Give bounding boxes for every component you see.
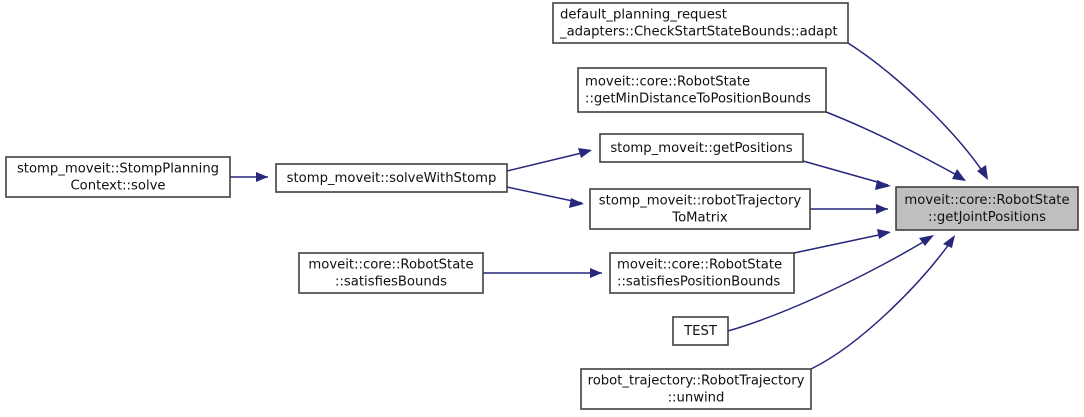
node-rect[interactable] <box>895 186 1079 231</box>
node-label-line: robot_trajectory::RobotTrajectory <box>588 374 805 389</box>
node-label-line: stomp_moveit::solveWithStomp <box>287 171 497 186</box>
node-rect[interactable] <box>5 156 231 198</box>
node-rect[interactable] <box>275 163 508 193</box>
arrowhead-icon <box>578 148 592 158</box>
node-rect[interactable] <box>589 188 811 230</box>
node-label-line: ::satisfiesPositionBounds <box>617 275 780 290</box>
edge-satisfies-bounds-to-satisfies-position-bounds <box>483 268 602 278</box>
graph-node-test[interactable]: TEST <box>672 316 729 346</box>
node-label-line: ::satisfiesBounds <box>335 275 447 290</box>
edge-line <box>847 42 986 176</box>
graph-node-get-min-distance-to-position-bounds[interactable]: moveit::core::RobotState::getMinDistance… <box>577 67 827 113</box>
graph-node-get-positions[interactable]: stomp_moveit::getPositions <box>599 133 804 163</box>
edge-robot-trajectory-to-matrix-to-get-joint-positions <box>810 204 888 214</box>
arrowhead-icon <box>877 229 891 239</box>
node-label-line: stomp_moveit::getPositions <box>610 141 792 156</box>
edge-line <box>793 232 889 254</box>
edge-line <box>506 186 583 204</box>
node-rect[interactable] <box>609 252 795 294</box>
edges-layer <box>230 42 988 370</box>
node-label-line: TEST <box>683 324 718 339</box>
graph-node-stomp-planning-context-solve[interactable]: stomp_moveit::StompPlanningContext::solv… <box>5 156 231 198</box>
node-rect[interactable] <box>298 252 484 294</box>
graph-node-robot-trajectory-unwind[interactable]: robot_trajectory::RobotTrajectory::unwin… <box>580 368 812 410</box>
node-label-line: ::getJointPositions <box>928 210 1046 225</box>
node-label-line: ::getMinDistanceToPositionBounds <box>585 92 811 107</box>
graph-node-satisfies-position-bounds[interactable]: moveit::core::RobotState::satisfiesPosit… <box>609 252 795 294</box>
arrowhead-icon <box>876 204 888 214</box>
arrowhead-icon <box>590 268 602 278</box>
node-label-line: moveit::core::RobotState <box>585 75 750 90</box>
edge-stomp-planning-context-solve-to-solve-with-stomp <box>230 172 268 182</box>
node-rect[interactable] <box>577 67 827 113</box>
edge-solve-with-stomp-to-get-positions <box>506 148 592 172</box>
edge-line <box>810 239 953 370</box>
node-rect[interactable] <box>672 316 729 346</box>
nodes-layer: stomp_moveit::StompPlanningContext::solv… <box>5 2 1079 410</box>
node-label-line: ToMatrix <box>671 211 728 226</box>
edge-get-min-distance-to-position-bounds-to-get-joint-positions <box>825 111 966 181</box>
edge-line <box>825 111 963 179</box>
arrowhead-icon <box>919 235 934 246</box>
graph-node-check-start-state-bounds-adapt[interactable]: default_planning_request_adapters::Check… <box>552 2 849 44</box>
node-label-line: moveit::core::RobotState <box>617 258 782 273</box>
graph-node-satisfies-bounds[interactable]: moveit::core::RobotState::satisfiesBound… <box>298 252 484 294</box>
edge-line <box>802 160 889 186</box>
edge-solve-with-stomp-to-robot-trajectory-to-matrix <box>506 186 584 208</box>
graph-node-get-joint-positions[interactable]: moveit::core::RobotState::getJointPositi… <box>895 186 1079 231</box>
node-label-line: ::unwind <box>668 391 725 406</box>
edge-test-to-get-joint-positions <box>727 235 934 332</box>
arrowhead-icon <box>943 235 955 248</box>
node-label-line: Context::solve <box>70 179 165 194</box>
arrowhead-icon <box>875 180 891 190</box>
edge-robot-trajectory-unwind-to-get-joint-positions <box>810 235 955 370</box>
node-rect[interactable] <box>599 133 804 163</box>
node-rect[interactable] <box>580 368 812 410</box>
node-label-line: moveit::core::RobotState <box>904 193 1069 208</box>
node-label-line: _adapters::CheckStartStateBounds::adapt <box>559 25 838 40</box>
node-label-line: moveit::core::RobotState <box>308 258 473 273</box>
edge-check-start-state-bounds-adapt-to-get-joint-positions <box>847 42 988 180</box>
arrowhead-icon <box>977 165 988 180</box>
arrowhead-icon <box>569 198 584 208</box>
node-label-line: stomp_moveit::robotTrajectory <box>599 194 802 209</box>
edge-line <box>506 150 591 172</box>
arrowhead-icon <box>952 169 966 181</box>
edge-get-positions-to-get-joint-positions <box>802 160 891 190</box>
node-label-line: stomp_moveit::StompPlanning <box>17 162 219 177</box>
node-rect[interactable] <box>552 2 849 44</box>
arrowhead-icon <box>256 172 268 182</box>
graph-node-solve-with-stomp[interactable]: stomp_moveit::solveWithStomp <box>275 163 508 193</box>
edge-satisfies-position-bounds-to-get-joint-positions <box>793 229 891 254</box>
edge-line <box>727 237 931 332</box>
node-label-line: default_planning_request <box>560 8 727 23</box>
